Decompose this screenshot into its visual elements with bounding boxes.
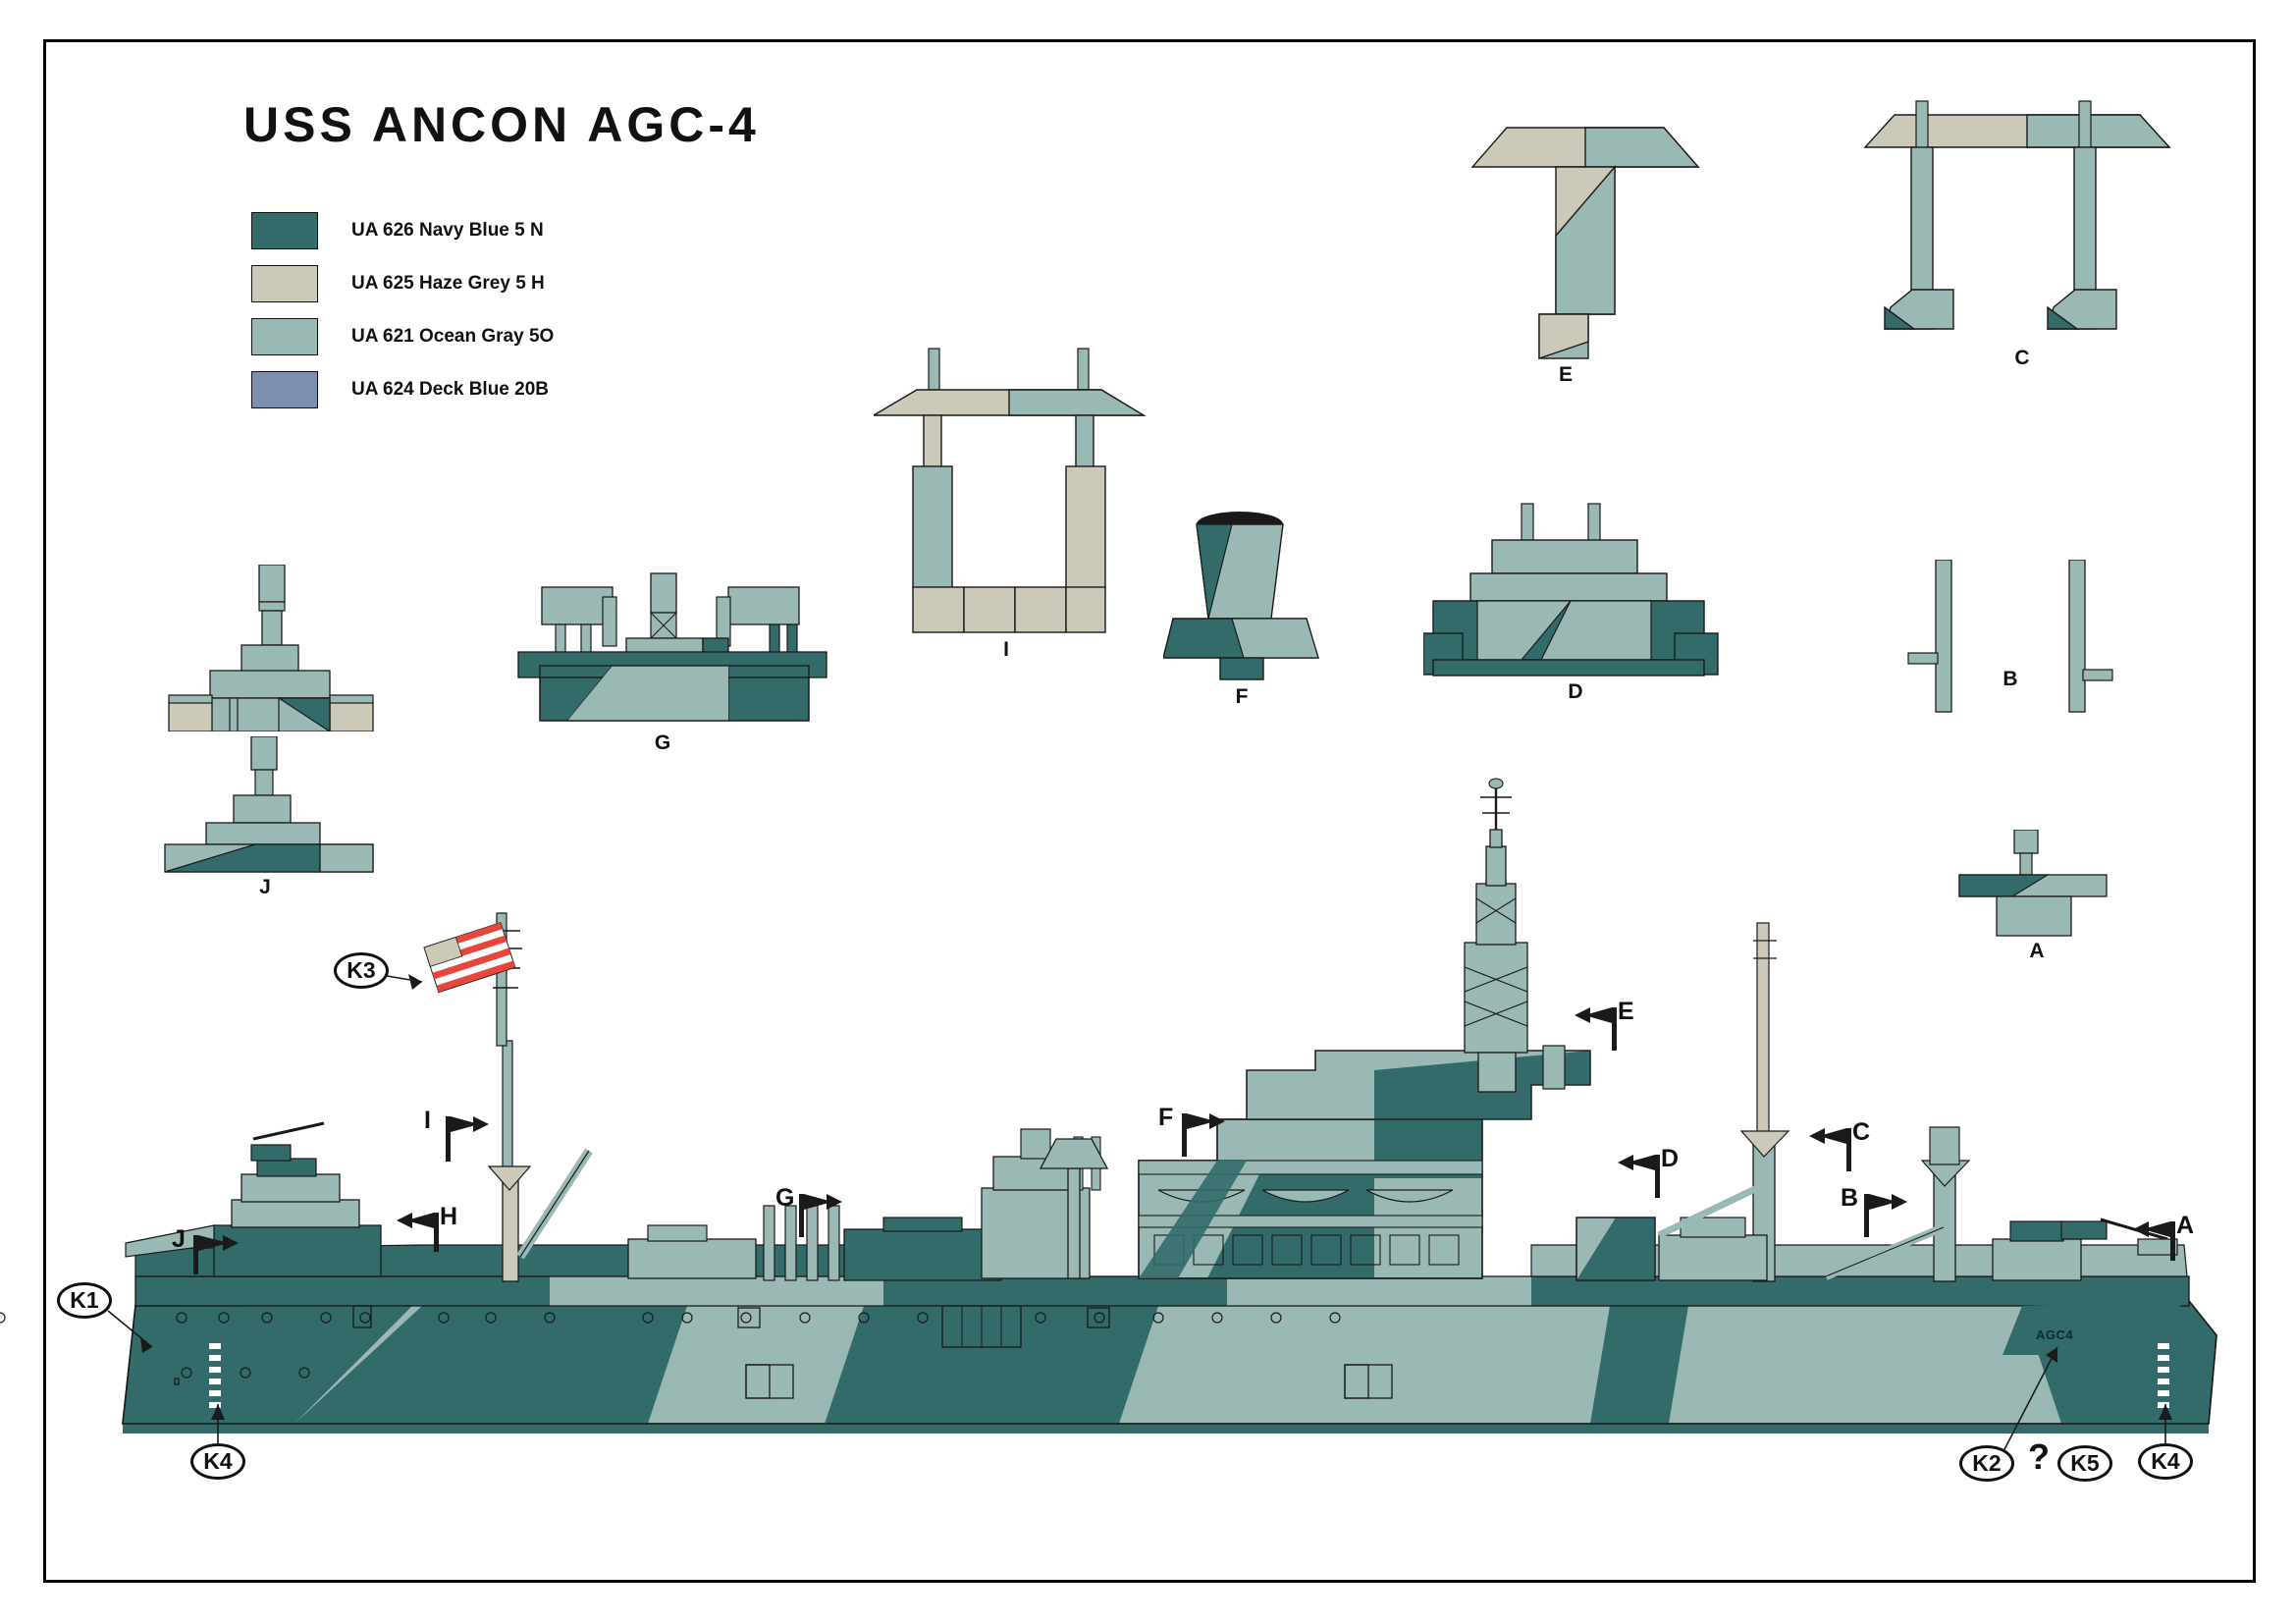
legend-item-ua625: UA 625 Haze Grey 5 H: [251, 257, 554, 310]
k-marker-K4-bow[interactable]: K4: [190, 1443, 245, 1480]
callout-label-F: F: [1158, 1104, 1174, 1131]
part-B-drawing: [1907, 559, 2113, 713]
callout-label-J: J: [172, 1225, 186, 1253]
part-C-drawing: [1863, 100, 2171, 330]
legend-label-ua621: UA 621 Ocean Gray 5O: [351, 326, 555, 347]
detail-part-I: I: [871, 339, 1198, 731]
callout-label-G: G: [775, 1184, 795, 1212]
legend-item-ua626: UA 626 Navy Blue 5 N: [251, 204, 554, 257]
k-marker-K2[interactable]: K2: [1959, 1445, 2014, 1482]
detail-part-A: A: [1953, 829, 2130, 967]
detail-part-C: C: [1855, 93, 2179, 417]
part-J-drawing: [164, 735, 374, 873]
swatch-deck-blue: [251, 371, 318, 408]
legend-label-ua626: UA 626 Navy Blue 5 N: [351, 220, 544, 241]
part-F-drawing: [1162, 512, 1319, 680]
part-label-E: E: [1558, 363, 1573, 386]
callout-flag-J: J: [172, 1218, 244, 1278]
k-marker-K5[interactable]: K5: [2057, 1445, 2112, 1482]
callout-flag-F: F: [1158, 1098, 1231, 1159]
callout-label-E: E: [1618, 998, 1634, 1025]
part-label-C: C: [2014, 347, 2030, 369]
callout-flag-H: H: [393, 1193, 465, 1254]
callout-flag-C: C: [1801, 1114, 1874, 1175]
callout-label-H: H: [440, 1203, 458, 1230]
callout-flag-G: G: [775, 1178, 848, 1239]
part-label-D: D: [1568, 680, 1583, 703]
callout-flag-B: B: [1841, 1178, 1913, 1239]
callout-flag-E: E: [1571, 992, 1643, 1053]
part-label-B: B: [2002, 668, 2018, 690]
part-I-drawing: [871, 348, 1147, 633]
part-label-F: F: [1235, 685, 1249, 708]
detail-part-E: E: [1453, 118, 1718, 412]
legend-label-ua625: UA 625 Haze Grey 5 H: [351, 273, 545, 294]
swatch-ocean-gray: [251, 318, 318, 355]
callout-flag-D: D: [1610, 1139, 1682, 1200]
detail-part-G: G: [510, 569, 834, 754]
k-marker-K4-stern[interactable]: K4: [2138, 1443, 2193, 1480]
part-label-I: I: [1003, 638, 1009, 661]
part-label-G: G: [654, 731, 671, 754]
part-G-drawing: [517, 572, 828, 722]
color-legend: UA 626 Navy Blue 5 N UA 625 Haze Grey 5 …: [251, 204, 554, 416]
k-marker-K3[interactable]: K3: [334, 952, 389, 989]
query-marker: ?: [2028, 1436, 2050, 1477]
callout-label-A: A: [2176, 1212, 2195, 1239]
k-marker-K1[interactable]: K1: [57, 1282, 112, 1319]
callout-label-D: D: [1661, 1145, 1680, 1172]
legend-label-ua624: UA 624 Deck Blue 20B: [351, 379, 550, 400]
swatch-navy-blue: [251, 212, 318, 249]
part-D-drawing: [1422, 503, 1719, 677]
detail-part-J: J: [157, 735, 383, 898]
callout-flag-A: A: [2125, 1208, 2198, 1269]
detail-part-H: H: [157, 564, 412, 762]
sheet-border: [43, 39, 2256, 1583]
part-A-drawing: [1958, 829, 2108, 937]
detail-part-B: B: [1895, 559, 2140, 736]
part-H-drawing: [168, 564, 374, 733]
callout-flag-I: I: [422, 1105, 495, 1165]
callout-label-I: I: [424, 1107, 431, 1134]
part-label-J: J: [259, 876, 271, 898]
hull-number-marking: AGC4: [2036, 1327, 2074, 1342]
part-label-A: A: [2029, 940, 2045, 962]
legend-item-ua624: UA 624 Deck Blue 20B: [251, 363, 554, 416]
detail-part-D: D: [1422, 486, 1757, 722]
swatch-haze-grey: [251, 265, 318, 302]
part-E-drawing: [1470, 127, 1700, 359]
callout-label-C: C: [1852, 1118, 1871, 1146]
legend-item-ua621: UA 621 Ocean Gray 5O: [251, 310, 554, 363]
callout-label-B: B: [1841, 1184, 1859, 1212]
page-title: USS ANCON AGC-4: [243, 97, 760, 152]
detail-part-F: F: [1162, 501, 1360, 727]
